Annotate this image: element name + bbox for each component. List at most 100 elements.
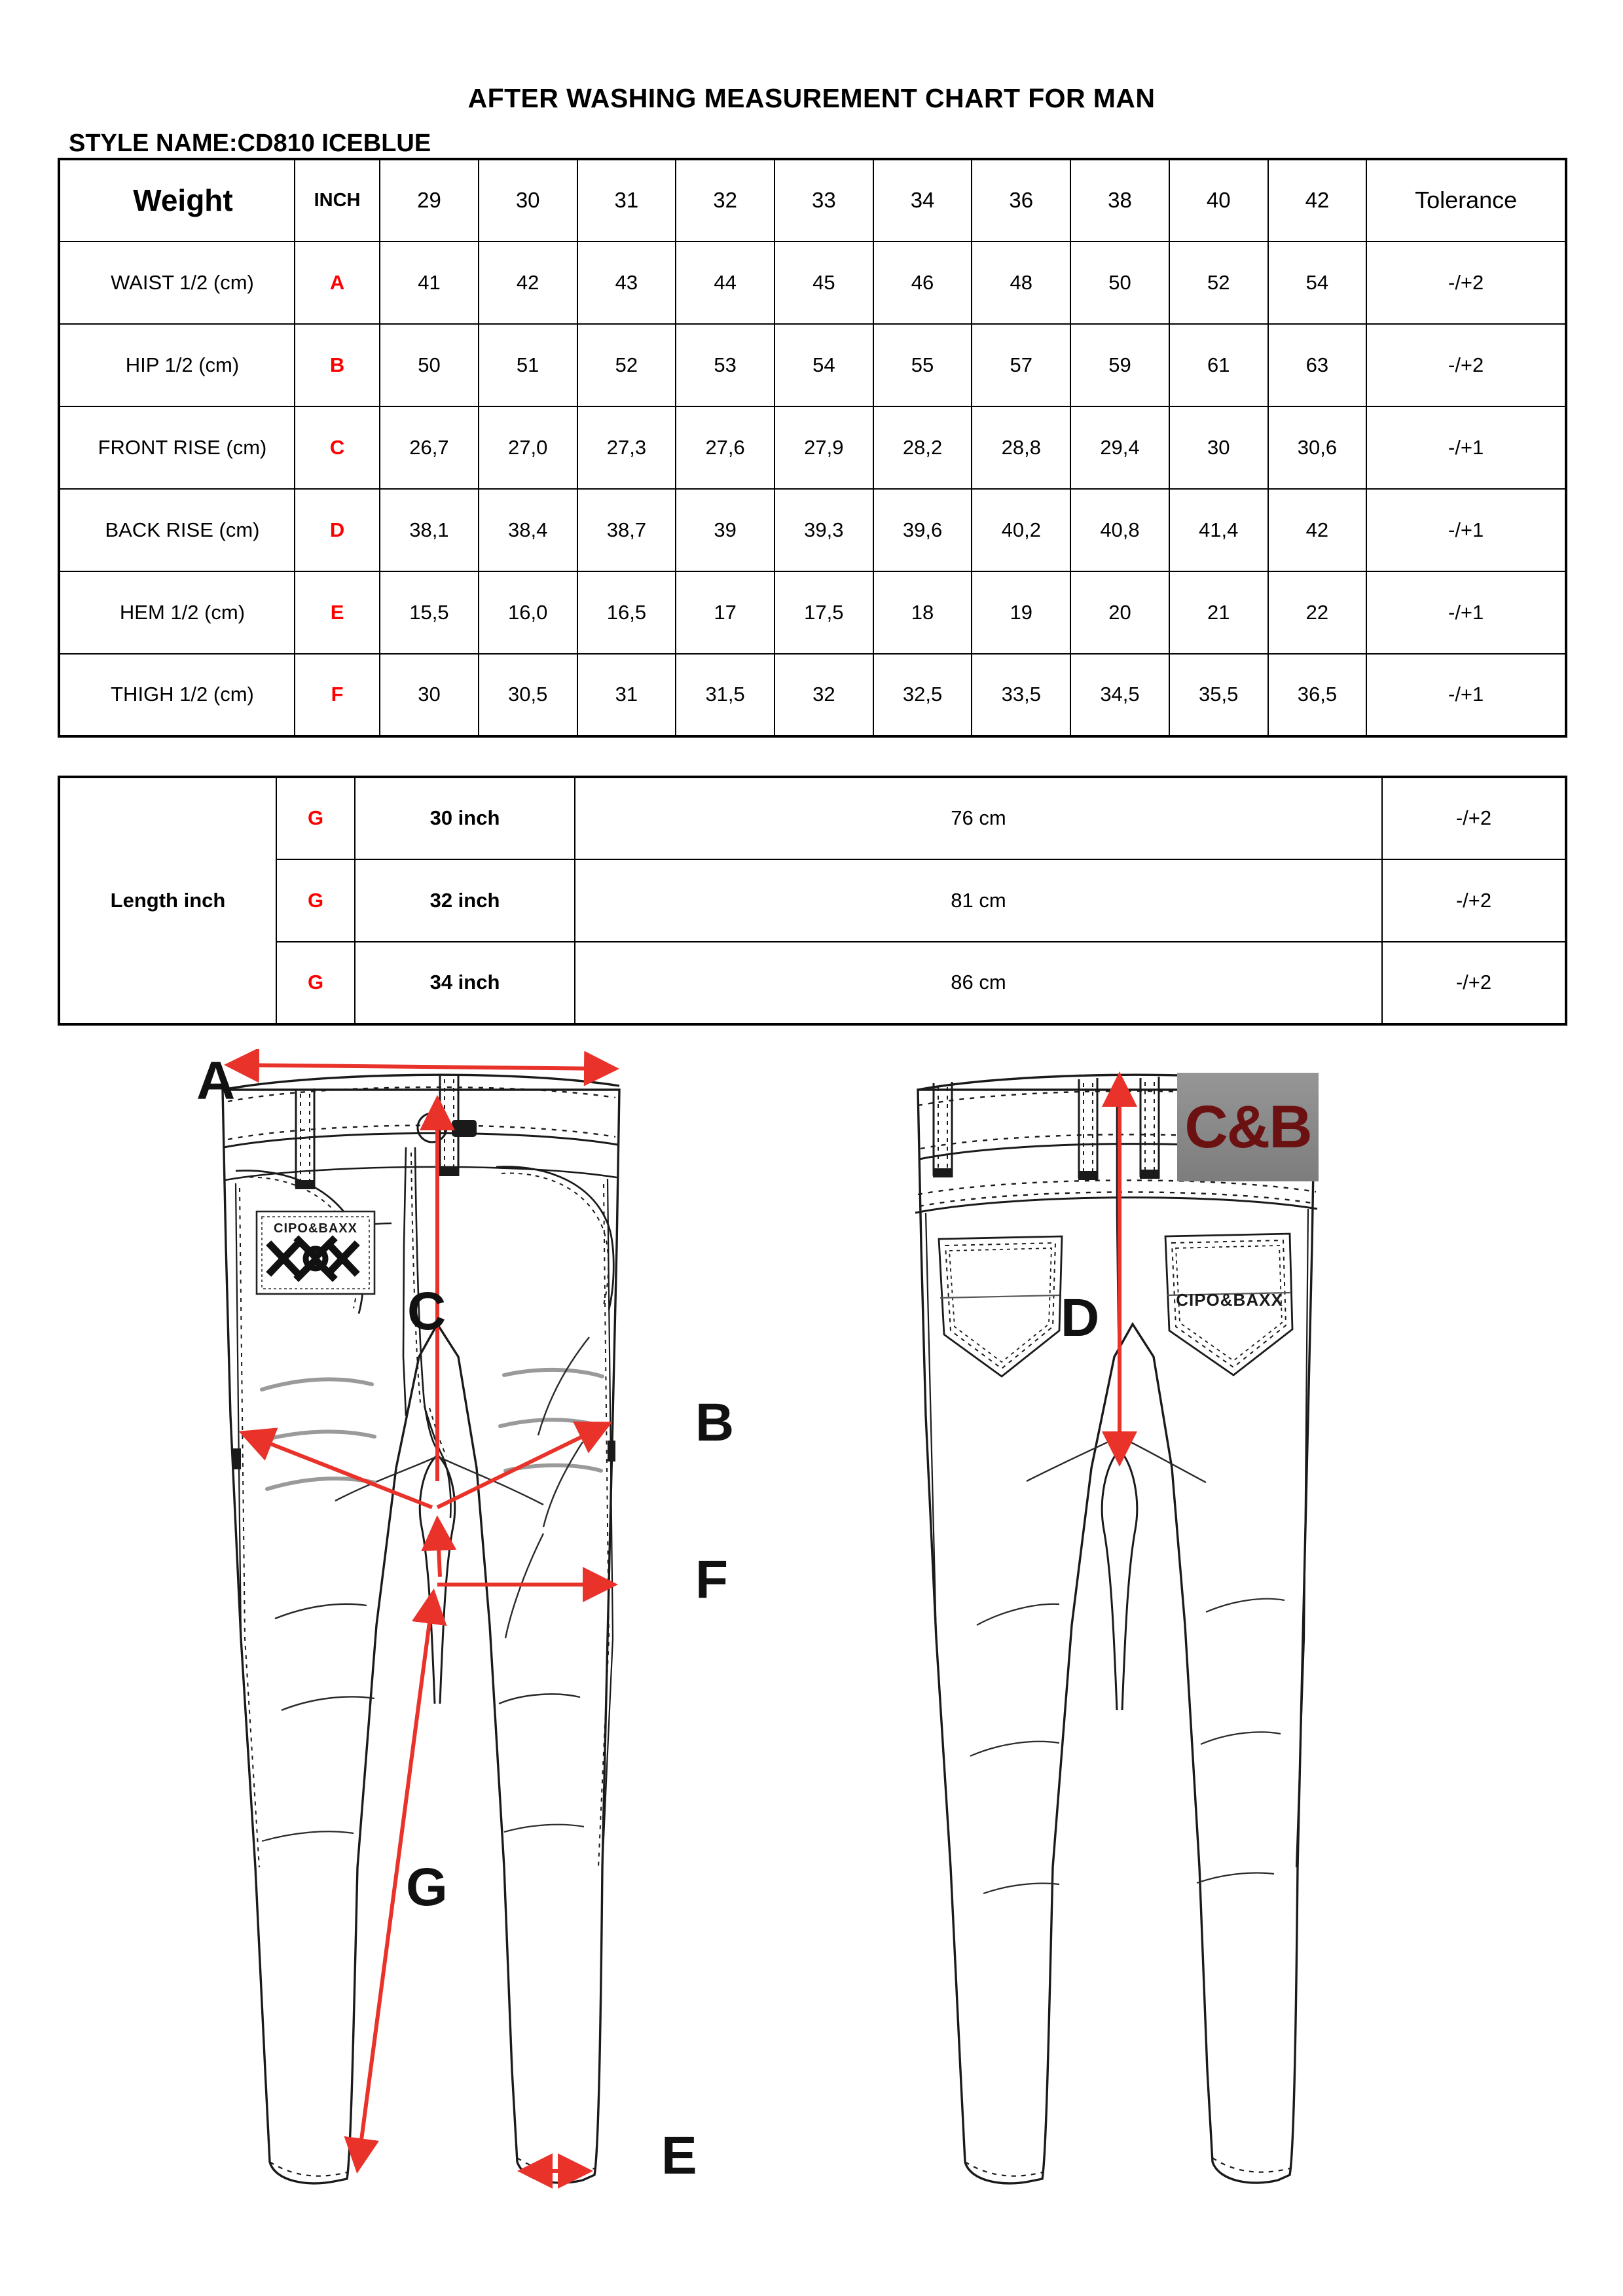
cell-D-40: 41,4: [1168, 488, 1269, 572]
svg-text:CIPO&BAXX: CIPO&BAXX: [274, 1221, 357, 1236]
cell-A-32: 44: [675, 240, 775, 325]
row-tolerance-B: -/+2: [1366, 323, 1567, 407]
length-cm-0: 76 cm: [574, 776, 1383, 860]
cell-F-36: 33,5: [971, 653, 1072, 737]
cell-A-42: 54: [1267, 240, 1368, 325]
cell-B-29: 50: [379, 323, 479, 407]
cell-F-29: 30: [379, 653, 479, 737]
marker-f: F: [695, 1549, 728, 1609]
header-size-42: 42: [1267, 158, 1368, 242]
cell-C-33: 27,9: [773, 405, 874, 490]
row-label-B: HIP 1/2 (cm): [58, 323, 295, 407]
cell-D-36: 40,2: [971, 488, 1072, 572]
marker-g: G: [406, 1857, 448, 1917]
table-spacer: [58, 738, 1623, 776]
page-title: AFTER WASHING MEASUREMENT CHART FOR MAN: [467, 83, 1156, 113]
front-view-group: CIPO&BAXX: [221, 1073, 621, 2185]
cell-C-30: 27,0: [477, 405, 578, 490]
cell-C-32: 27,6: [675, 405, 775, 490]
cell-C-36: 28,8: [971, 405, 1072, 490]
svg-text:C&B: C&B: [1184, 1094, 1311, 1160]
cell-C-38: 29,4: [1070, 405, 1170, 490]
row-label-F: THIGH 1/2 (cm): [58, 653, 295, 737]
row-tolerance-E: -/+1: [1366, 570, 1567, 655]
cell-D-31: 38,7: [576, 488, 677, 572]
cell-E-38: 20: [1070, 570, 1170, 655]
cell-D-34: 39,6: [872, 488, 973, 572]
cell-B-38: 59: [1070, 323, 1170, 407]
length-tolerance-2: -/+2: [1381, 941, 1567, 1025]
cell-F-30: 30,5: [477, 653, 578, 737]
cell-F-38: 34,5: [1070, 653, 1170, 737]
row-code-C: C: [293, 405, 381, 490]
cell-A-38: 50: [1070, 240, 1170, 325]
cell-C-34: 28,2: [872, 405, 973, 490]
header-size-31: 31: [576, 158, 677, 242]
cell-E-36: 19: [971, 570, 1072, 655]
style-name: STYLE NAME:CD810 ICEBLUE: [69, 130, 431, 158]
marker-c: C: [407, 1281, 446, 1341]
length-inch-2: 34 inch: [354, 941, 575, 1025]
cell-E-29: 15,5: [379, 570, 479, 655]
length-inch-1: 32 inch: [354, 858, 575, 942]
front-measure-arrows: [224, 1049, 619, 2189]
row-code-F: F: [293, 653, 381, 737]
row-label-A: WAIST 1/2 (cm): [58, 240, 295, 325]
technical-drawing: CIPO&BAXX: [0, 1049, 1623, 2280]
cell-D-32: 39: [675, 488, 775, 572]
row-tolerance-A: -/+2: [1366, 240, 1567, 325]
row-tolerance-D: -/+1: [1366, 488, 1567, 572]
row-tolerance-F: -/+1: [1366, 653, 1567, 737]
header-size-34: 34: [872, 158, 973, 242]
back-waistband-patch: C&B: [1177, 1072, 1319, 1181]
cell-E-42: 22: [1267, 570, 1368, 655]
cell-F-33: 32: [773, 653, 874, 737]
cell-B-40: 61: [1168, 323, 1269, 407]
cell-F-31: 31: [576, 653, 677, 737]
cell-B-34: 55: [872, 323, 973, 407]
row-code-B: B: [293, 323, 381, 407]
cell-C-31: 27,3: [576, 405, 677, 490]
cell-E-40: 21: [1168, 570, 1269, 655]
cell-B-30: 51: [477, 323, 578, 407]
marker-e: E: [661, 2125, 697, 2185]
cell-E-33: 17,5: [773, 570, 874, 655]
cell-D-38: 40,8: [1070, 488, 1170, 572]
cell-F-34: 32,5: [872, 653, 973, 737]
cell-C-40: 30: [1168, 405, 1269, 490]
cell-E-32: 17: [675, 570, 775, 655]
length-code-2: G: [276, 941, 356, 1025]
cell-A-29: 41: [379, 240, 479, 325]
cell-A-31: 43: [576, 240, 677, 325]
header-size-36: 36: [971, 158, 1072, 242]
cell-F-42: 36,5: [1267, 653, 1368, 737]
length-tolerance-1: -/+2: [1381, 858, 1567, 942]
cell-B-33: 54: [773, 323, 874, 407]
header-size-38: 38: [1070, 158, 1170, 242]
header-size-32: 32: [675, 158, 775, 242]
length-tolerance-0: -/+2: [1381, 776, 1567, 860]
length-inch-0: 30 inch: [354, 776, 575, 860]
cell-C-29: 26,7: [379, 405, 479, 490]
marker-b: B: [695, 1392, 734, 1452]
cell-B-32: 53: [675, 323, 775, 407]
cell-A-36: 48: [971, 240, 1072, 325]
cell-A-40: 52: [1168, 240, 1269, 325]
front-pocket-patch: CIPO&BAXX: [255, 1210, 376, 1295]
length-cm-2: 86 cm: [574, 941, 1383, 1025]
cell-A-30: 42: [477, 240, 578, 325]
header-size-33: 33: [773, 158, 874, 242]
row-label-D: BACK RISE (cm): [58, 488, 295, 572]
header-size-40: 40: [1168, 158, 1269, 242]
back-pocket-brand-text: CIPO&BAXX: [1176, 1290, 1283, 1310]
cell-F-40: 35,5: [1168, 653, 1269, 737]
